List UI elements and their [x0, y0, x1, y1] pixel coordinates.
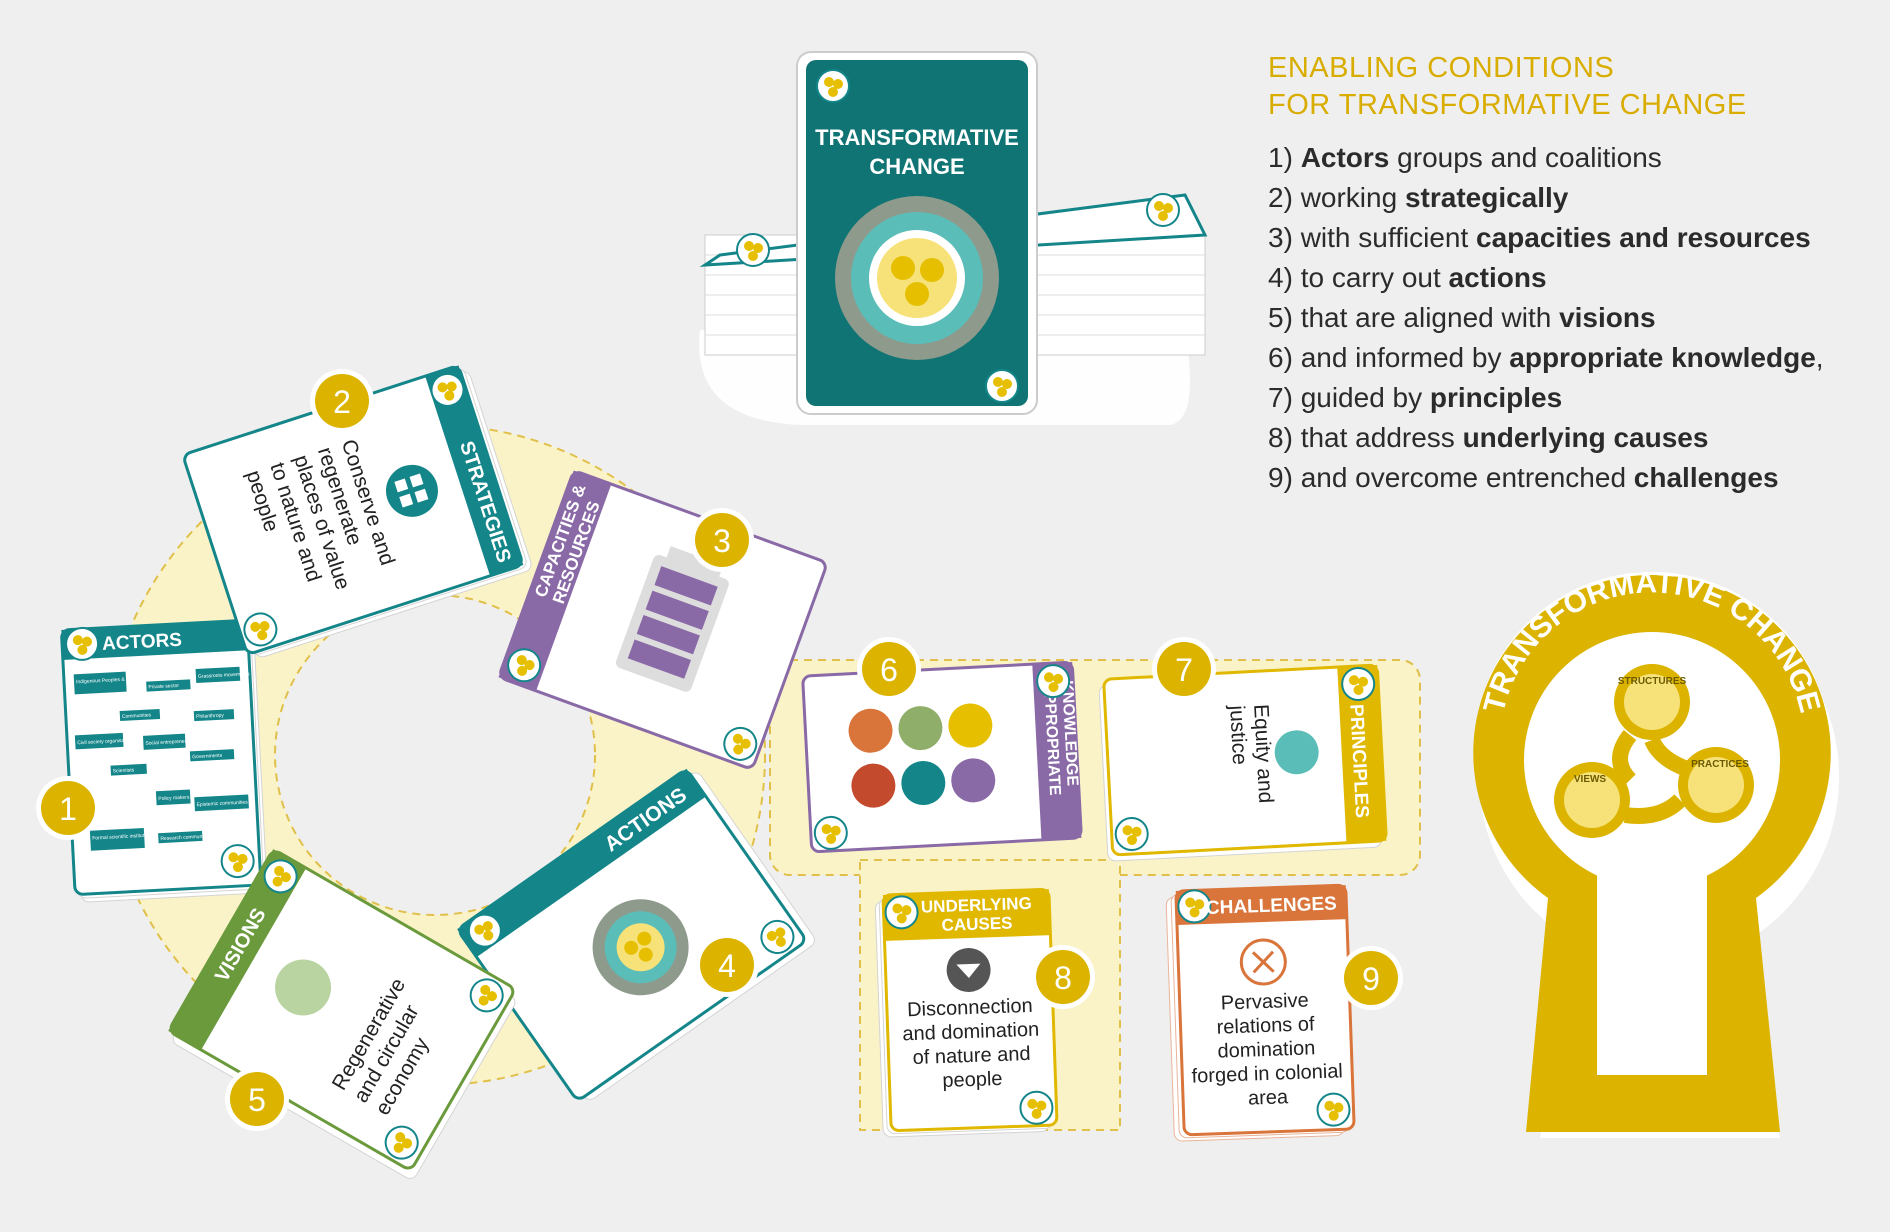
central-deck: TRANSFORMATIVE CHANGE	[699, 51, 1208, 425]
actor-tag: Indigenous Peoples & Local Communities	[76, 674, 169, 685]
strategies-icon	[385, 464, 438, 517]
causes-icon	[946, 948, 991, 993]
card-principles[interactable]: PRINCIPLES Equity and justice	[1098, 663, 1388, 862]
legend-item: 1) Actors groups and coalitions	[1268, 142, 1662, 173]
keyhole-label-practices: PRACTICES	[1691, 759, 1749, 770]
causes-body-line: and domination	[902, 1019, 1039, 1046]
badge-1: 1	[36, 776, 100, 840]
principles-body-line: justice	[1225, 704, 1251, 766]
enabling-conditions-legend: ENABLING CONDITIONS FOR TRANSFORMATIVE C…	[1268, 50, 1868, 498]
card-strategies[interactable]: STRATEGIES Conserve and regenerate place…	[183, 363, 533, 661]
causes-body-line: people	[942, 1068, 1003, 1092]
badge-5-number: 5	[248, 1082, 266, 1118]
legend-list: 1) Actors groups and coalitions 2) worki…	[1268, 138, 1868, 498]
visions-icon	[275, 959, 332, 1016]
legend-item: 5) that are aligned with visions	[1268, 302, 1656, 333]
card-causes[interactable]: UNDERLYING CAUSES Disconnection and domi…	[874, 887, 1059, 1138]
legend-item: 4) to carry out actions	[1268, 262, 1547, 293]
badge-3-number: 3	[713, 523, 731, 559]
actor-tag: Scientists	[113, 767, 135, 774]
deck-emblem	[835, 196, 999, 360]
actor-tag: Policy makers	[158, 794, 190, 802]
causes-label-line1: UNDERLYING	[921, 894, 1032, 917]
legend-item: 7) guided by principles	[1268, 382, 1563, 413]
actor-tag: Grassroots movements	[198, 671, 250, 680]
card-knowledge[interactable]: APPROPRIATE KNOWLEDGE	[801, 660, 1084, 854]
legend-item: 8) that address underlying causes	[1268, 422, 1709, 453]
actors-tags: Indigenous Peoples & Local Communities P…	[73, 666, 250, 851]
legend-item: 2) working strategically	[1268, 182, 1569, 213]
badge-6: 6	[857, 637, 921, 701]
keyhole-triskele: STRUCTURES PRACTICES VIEWS	[1554, 664, 1754, 838]
badge-7-number: 7	[1175, 652, 1193, 688]
badge-5: 5	[225, 1067, 289, 1131]
challenges-body-line: domination	[1217, 1037, 1316, 1062]
deck-title-line2: CHANGE	[869, 154, 964, 179]
badge-2-number: 2	[333, 384, 351, 420]
badge-4: 4	[695, 933, 759, 997]
badge-3: 3	[690, 508, 754, 572]
card-visions[interactable]: VISIONS Regenerative and circular econom…	[164, 849, 522, 1181]
actor-tag: Communities	[122, 712, 152, 720]
card-actors[interactable]: ACTORS Indigenous Peoples & Local Commun…	[60, 619, 268, 903]
legend-title-line2: FOR TRANSFORMATIVE CHANGE	[1268, 89, 1747, 121]
challenges-icon	[1239, 938, 1287, 986]
actions-emblem	[592, 899, 689, 996]
actor-tag: Governments	[192, 753, 223, 761]
badge-6-number: 6	[880, 652, 898, 688]
challenges-body-line: area	[1248, 1086, 1290, 1109]
challenges-label: CHALLENGES	[1206, 893, 1338, 919]
causes-body-line: of nature and	[912, 1043, 1031, 1069]
keyhole-label-structures: STRUCTURES	[1618, 676, 1687, 687]
badge-8-number: 8	[1054, 960, 1072, 996]
actor-tag: Social entrepreneurs	[145, 738, 192, 746]
actor-tag: Epistemic communities	[197, 799, 249, 808]
challenges-body-line: relations of	[1216, 1013, 1315, 1038]
badge-4-number: 4	[718, 948, 736, 984]
actor-tag: Research communities	[160, 833, 212, 842]
legend-item: 6) and informed by appropriate knowledge…	[1268, 342, 1824, 373]
knowledge-label-line1: APPROPRIATE	[1040, 681, 1063, 796]
badge-1-number: 1	[59, 791, 77, 827]
challenges-body-line: forged in colonial	[1191, 1060, 1343, 1087]
keyhole-emblem: TRANSFORMATIVE CHANGE STRUCTURES PRACTIC…	[1473, 566, 1840, 1138]
keyhole-label-views: VIEWS	[1574, 774, 1607, 785]
actor-tag: Formal scientific institutions	[92, 832, 154, 841]
knowledge-label-line2: KNOWLEDGE	[1058, 680, 1081, 787]
actor-tag: Private sector	[148, 683, 179, 691]
badge-2: 2	[310, 369, 374, 433]
principles-icon	[1274, 730, 1319, 775]
deck-title-line1: TRANSFORMATIVE	[815, 125, 1019, 150]
challenges-body-line: Pervasive	[1220, 989, 1309, 1014]
badge-9: 9	[1339, 946, 1403, 1010]
card-challenges[interactable]: CHALLENGES Pervasive relations of domina…	[1165, 883, 1356, 1142]
actor-tag: Philanthropy	[196, 713, 225, 720]
legend-item: 3) with sufficient capacities and resour…	[1268, 222, 1811, 253]
legend-title-line1: ENABLING CONDITIONS	[1268, 52, 1615, 84]
badge-9-number: 9	[1362, 961, 1380, 997]
badge-7: 7	[1152, 637, 1216, 701]
principles-body-line: Equity and	[1249, 704, 1277, 804]
actors-label: ACTORS	[102, 630, 183, 655]
card-actions[interactable]: ACTIONS	[457, 764, 817, 1107]
causes-label-line2: CAUSES	[941, 913, 1012, 934]
knowledge-icons	[848, 703, 996, 808]
battery-icon	[615, 546, 729, 692]
legend-item: 9) and overcome entrenched challenges	[1268, 462, 1779, 493]
causes-body-line: Disconnection	[907, 995, 1033, 1021]
badge-8: 8	[1031, 945, 1095, 1009]
actor-tag: Civil society organisations	[77, 737, 135, 746]
